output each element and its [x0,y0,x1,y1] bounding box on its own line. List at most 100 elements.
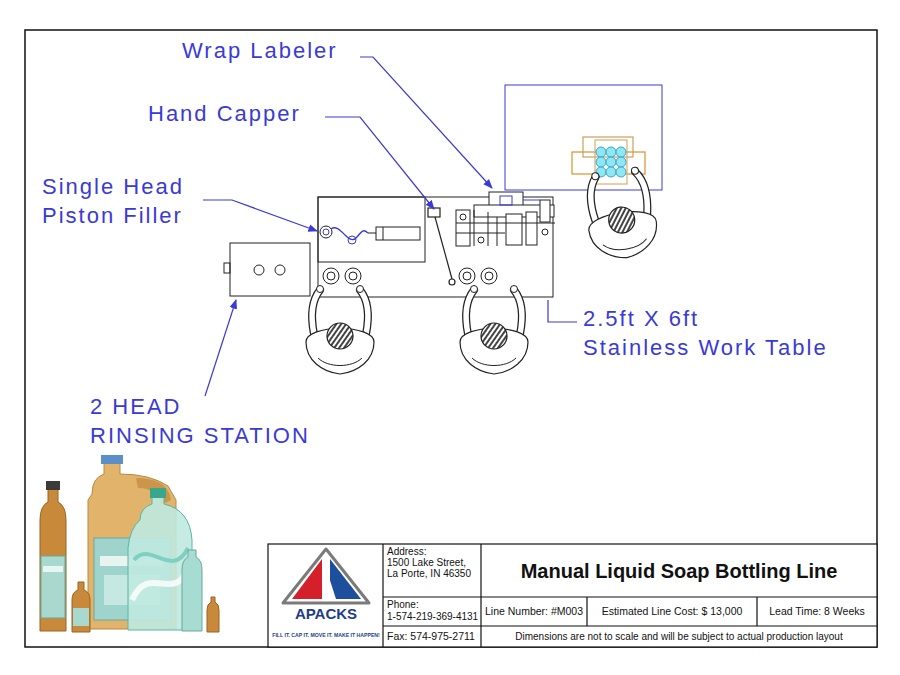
wrap-labeler-machine [460,214,466,220]
soap-bottles-illustration [43,566,63,572]
bottle-positions [485,272,493,280]
wrap-labeler-machine [474,210,475,246]
rinsing-station [254,265,264,275]
piston-filler [383,227,384,240]
table-cell: Estimated Line Cost: $ 13,000 [602,605,743,618]
table-cell: Line Number: #M003 [485,605,583,618]
leader-line [360,57,492,188]
stainless-work-table [318,197,553,297]
piston-filler [376,227,420,240]
text-line: La Porte, IN 46350 [387,568,471,579]
hand-capper [428,208,455,285]
bottle-case [606,157,616,167]
leader-line [203,200,317,231]
operator-figures [460,286,528,375]
callout-label: 2 HEAD RINSING STATION [90,392,310,450]
bottle-positions [345,268,361,284]
rinsing-station [224,263,230,273]
wrap-labeler-machine [526,212,537,245]
table-cell: Lead Time: 8 Weeks [769,605,865,618]
wrap-labeler-machine [488,212,489,246]
phone-number: 1-574-219-369-4131 [387,611,478,623]
leader-line [205,300,236,396]
address-text: 1500 Lake Street, La Porte, IN 46350 [387,557,471,579]
bottle-case [616,147,626,157]
soap-bottles-illustration [150,488,166,498]
soap-bottles-illustration [132,560,190,600]
stainless-work-table [318,197,425,262]
hand-capper [428,208,440,217]
wrap-labeler-machine [456,233,505,234]
wrap-labeler-machine [497,217,498,246]
bottle-case [596,157,606,167]
piston-filler [323,229,329,235]
callout-label: Single Head Piston Filler [42,172,184,230]
wrap-labeler-machine [500,196,512,205]
operator-figures [306,286,374,375]
title-block [383,625,877,626]
soap-bottles-illustration [73,608,89,626]
soap-bottles-illustration [182,550,202,631]
piston-filler [320,226,332,238]
bottle-positions [481,268,497,284]
soap-bottles-illustration [46,481,60,490]
wrap-labeler-machine [542,229,548,235]
drawing-title: Manual Liquid Soap Bottling Line [521,559,838,583]
stainless-work-table [318,197,553,297]
bottle-positions [323,268,497,284]
company-logo [292,559,322,599]
soap-bottles-illustration [72,582,90,632]
title-block [383,596,877,597]
wrap-labeler-machine [456,223,555,224]
soap-bottles-illustration [101,455,123,464]
soap-bottles-illustration [207,597,219,632]
wrap-labeler-machine [540,200,550,222]
callout-label: Wrap Labeler [182,36,338,65]
company-logo [326,568,336,599]
company-logo [330,559,361,599]
wrap-labeler-machine [456,192,555,246]
title-block [382,544,383,647]
text-line: 1500 Lake Street, [387,557,471,568]
soap-bottles-illustration [40,489,66,631]
text-line: Stainless Work Table [583,333,828,362]
wrap-labeler-machine [523,200,540,201]
bottle-positions [327,272,335,280]
piston-filler [348,236,356,244]
soap-bottles-illustration [134,548,188,561]
drawing-frame [25,30,877,647]
company-tagline: FILL IT. CAP IT. MOVE IT. MAKE IT HAPPEN… [272,632,380,639]
disclaimer-note: Dimensions are not to scale and will be … [515,631,842,643]
bottle-positions [323,268,339,284]
title-block [756,597,757,626]
title-block [586,597,587,626]
text-line: 2 HEAD [90,392,310,421]
piston-filler [320,226,420,244]
wrap-labeler-machine [506,214,522,245]
company-name: APACKS [295,605,357,623]
title-block [480,544,481,647]
bottle-positions [349,272,357,280]
fax-number: Fax: 574-975-2711 [387,630,475,643]
wrap-labeler-machine [478,237,484,243]
rinsing-station [224,243,310,296]
wrap-labeler-machine [456,210,470,246]
company-logo [283,549,369,603]
piston-filler [331,228,368,240]
text-line: RINSING STATION [90,421,310,450]
text-line: Single Head [42,172,184,201]
text-line: Piston Filler [42,201,184,230]
hand-capper [449,279,455,285]
title-block [268,544,877,647]
bottle-case [616,167,626,177]
bottle-case [596,147,606,157]
rinsing-station [275,265,285,275]
soap-bottles-illustration [41,556,65,618]
bottle-case [595,140,627,184]
callout-label: Hand Capper [148,99,301,128]
company-logo [283,549,369,603]
text-line: 2.5ft X 6ft [583,304,828,333]
field-heading: Address: [387,546,426,557]
